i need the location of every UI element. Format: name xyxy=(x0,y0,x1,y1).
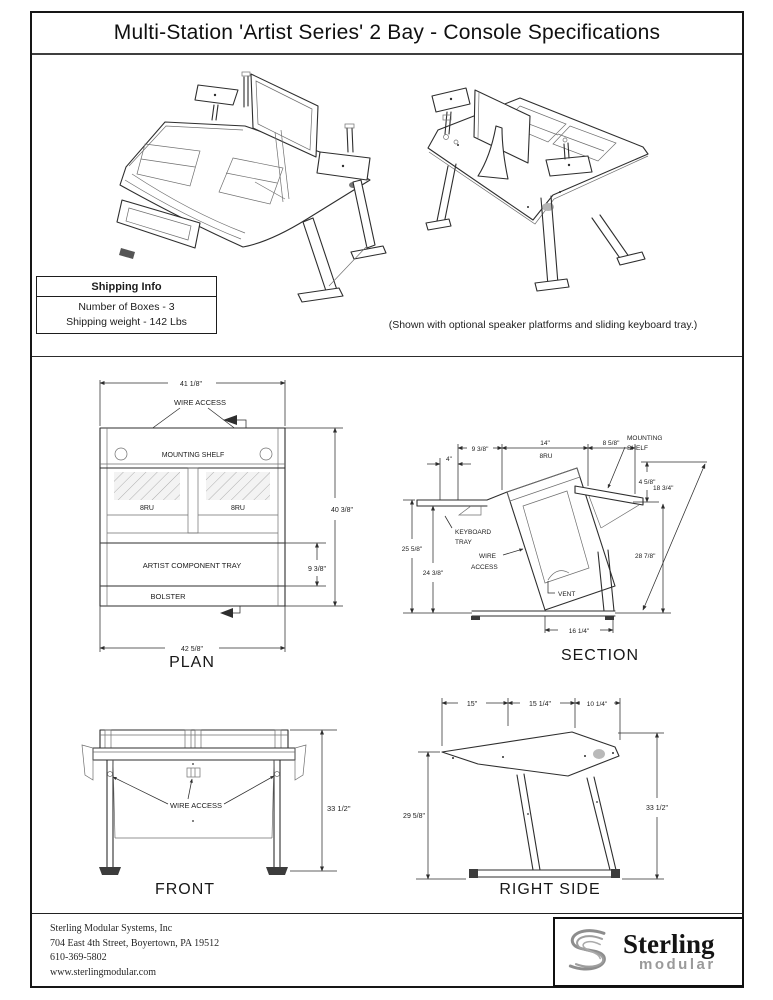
front-dim-height: 33 1/2" xyxy=(327,804,351,813)
plan-view-drawing: 41 1/8" WIRE ACCESS MOUNTING SHELF 8RU 8… xyxy=(99,380,353,670)
shipping-info-header: Shipping Info xyxy=(37,277,216,297)
section-top-dims: 4" 9 3/8" 14" 8RU 8 5/8" xyxy=(427,440,636,500)
section-divider xyxy=(32,356,742,357)
section-dim-tray-height: 24 3/8" xyxy=(423,570,444,577)
front-view-label: FRONT xyxy=(155,881,215,898)
iso2-speaker-platform-center xyxy=(545,137,593,177)
plan-dim-right-tray: 9 3/8" xyxy=(285,542,327,587)
rs-console-drawing xyxy=(441,731,620,878)
section-dim-base-depth: 16 1/4" xyxy=(569,628,590,635)
rs-dim-mid-seg: 15 1/4" xyxy=(529,701,551,708)
rs-overall-height-dim: 33 1/2" xyxy=(618,732,668,880)
shipping-info-box: Shipping Info Number of Boxes - 3 Shippi… xyxy=(36,276,217,334)
company-website: www.sterlingmodular.com xyxy=(50,966,157,978)
plan-dim-right-overall: 40 3/8" xyxy=(285,427,353,607)
plan-component-tray: ARTIST COMPONENT TRAY BOLSTER xyxy=(100,542,285,601)
plan-bay-left-label: 8RU xyxy=(140,505,154,512)
section-wire-access-label-2: ACCESS xyxy=(471,564,498,571)
plan-dim-tray-depth: 9 3/8" xyxy=(308,566,327,573)
iso-rear-view-drawing xyxy=(425,87,649,292)
plan-mounting-shelf-label: MOUNTING SHELF xyxy=(162,452,225,459)
front-wire-access-callout: WIRE ACCESS xyxy=(112,775,275,810)
logo-box: Sterling modular xyxy=(553,917,744,987)
rs-dim-overall-height: 33 1/2" xyxy=(646,805,668,812)
right-side-view-drawing: 15" 15 1/4" 10 1/4" 29 5/8" 33 1/2" xyxy=(403,698,668,898)
section-mounting-shelf-callout: MOUNTING SHELF xyxy=(607,435,662,489)
right-side-view-label: RIGHT SIDE xyxy=(499,881,600,898)
section-wire-access-label-1: WIRE xyxy=(479,553,497,560)
plan-rack-bays: 8RU 8RU xyxy=(107,467,278,534)
plan-dim-overall-depth: 40 3/8" xyxy=(331,507,353,514)
iso2-desk-surface xyxy=(427,97,649,225)
sterling-logo-icon xyxy=(568,929,606,971)
plan-dim-top-width: 41 1/8" xyxy=(180,381,202,388)
section-rack-label: 8RU xyxy=(539,453,552,460)
company-info: Sterling Modular Systems, Inc 704 East 4… xyxy=(50,922,219,980)
section-callouts: KEYBOARD TRAY WIRE ACCESS VENT xyxy=(444,515,575,598)
front-view-drawing: WIRE ACCESS 33 1/2" FRONT xyxy=(81,729,351,898)
iso-front-view-drawing xyxy=(116,71,387,303)
plan-flow-arrow-bottom xyxy=(220,606,241,618)
iso2-monitor-back xyxy=(473,89,531,180)
rs-dim-front-seg: 15" xyxy=(467,701,478,708)
front-console-drawing xyxy=(81,729,307,875)
plan-dim-bottom: 42 5/8" xyxy=(99,606,286,653)
plan-bolster-label: BOLSTER xyxy=(150,592,186,601)
company-name: Sterling Modular Systems, Inc xyxy=(50,923,173,934)
plan-flow-arrow-top xyxy=(223,415,247,428)
iso2-legs xyxy=(425,163,646,292)
plan-wire-access-label: WIRE ACCESS xyxy=(174,398,226,407)
logo-name: Sterling xyxy=(623,929,715,959)
iso-keyboard-tray xyxy=(116,199,201,259)
section-right-dims: 4 5/8" 18 3/4" 28 7/8" xyxy=(615,461,707,614)
shipping-boxes-line: Number of Boxes - 3 xyxy=(78,301,175,313)
section-dim-shelf-depth: 8 5/8" xyxy=(603,440,620,447)
iso-rack-bays xyxy=(136,143,284,205)
footer-divider xyxy=(32,913,742,914)
section-dim-slope-len: 18 3/4" xyxy=(653,485,674,492)
plan-component-tray-label: ARTIST COMPONENT TRAY xyxy=(143,561,242,570)
section-console-drawing xyxy=(416,467,644,620)
section-left-dims: 25 5/8" 24 3/8" xyxy=(402,499,472,614)
plan-view-label: PLAN xyxy=(169,654,215,670)
section-dim-kb-height: 25 5/8" xyxy=(402,546,423,553)
section-dim-rack-depth: 14" xyxy=(540,440,550,447)
section-vent-label: VENT xyxy=(558,591,575,598)
plan-dim-top: 41 1/8" xyxy=(99,380,286,426)
plan-dim-bottom-width: 42 5/8" xyxy=(181,646,203,653)
title-bar: Multi-Station 'Artist Series' 2 Bay - Co… xyxy=(32,13,742,55)
section-dim-kb-depth: 9 3/8" xyxy=(472,446,489,453)
rs-dim-rear-seg: 10 1/4" xyxy=(587,701,608,708)
section-mounting-shelf-label-1: MOUNTING xyxy=(627,435,662,442)
shipping-weight-line: Shipping weight - 142 Lbs xyxy=(66,316,187,329)
section-bottom-dim: 16 1/4" xyxy=(544,616,614,635)
section-dim-rear-height: 28 7/8" xyxy=(635,553,656,560)
section-dim-kb-offset: 4" xyxy=(446,456,453,463)
iso-caption: (Shown with optional speaker platforms a… xyxy=(388,319,698,331)
page-title: Multi-Station 'Artist Series' 2 Bay - Co… xyxy=(113,21,661,44)
iso2-speaker-platform-left xyxy=(431,87,471,145)
company-phone: 610-369-5802 xyxy=(50,952,107,963)
front-height-dim: 33 1/2" xyxy=(290,729,351,872)
rs-front-height-dim: 29 5/8" xyxy=(403,751,466,880)
plan-console-outline: MOUNTING SHELF xyxy=(99,427,286,607)
plan-bay-right-label: 8RU xyxy=(231,505,245,512)
section-view-drawing: 4" 9 3/8" 14" 8RU 8 5/8" MOUNTING SHELF xyxy=(402,435,707,664)
iso-mic-mast xyxy=(241,71,251,108)
rs-dim-front-height: 29 5/8" xyxy=(403,813,425,820)
company-address: 704 East 4th Street, Boyertown, PA 19512 xyxy=(50,937,220,949)
iso-speaker-platform-left xyxy=(194,84,239,121)
iso-legs xyxy=(297,179,387,303)
section-mounting-shelf-label-2: SHELF xyxy=(627,445,648,452)
section-keyboard-tray-label-1: KEYBOARD xyxy=(455,529,491,536)
iso-monitor xyxy=(250,73,319,203)
section-keyboard-tray-label-2: TRAY xyxy=(455,539,473,546)
logo-tagline: modular xyxy=(639,956,716,973)
front-wire-access-label: WIRE ACCESS xyxy=(170,801,222,810)
section-view-label: SECTION xyxy=(561,647,639,664)
